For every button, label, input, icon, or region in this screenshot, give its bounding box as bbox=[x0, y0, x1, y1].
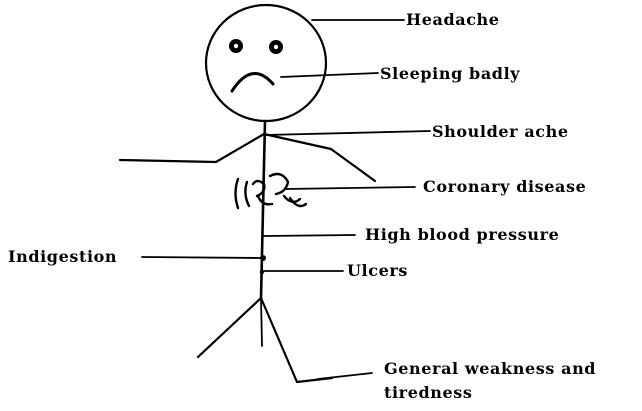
label-high-blood-pressure: High blood pressure bbox=[365, 225, 559, 244]
label-general-weakness-line1: General weakness and bbox=[384, 359, 596, 378]
left-eye-highlight bbox=[234, 44, 238, 48]
left-arm bbox=[120, 134, 264, 162]
frown-mouth bbox=[232, 74, 273, 91]
figure-head bbox=[206, 5, 326, 121]
indigestion-leader bbox=[142, 257, 263, 258]
shoulder-leader bbox=[266, 131, 430, 135]
heart-pain-marks bbox=[236, 174, 307, 208]
right-leg bbox=[261, 298, 332, 382]
label-general-weakness-line2: tiredness bbox=[384, 383, 473, 402]
label-ulcers: Ulcers bbox=[347, 261, 408, 280]
sleeping-leader bbox=[281, 73, 378, 77]
right-eye-highlight bbox=[274, 45, 278, 49]
label-headache: Headache bbox=[406, 10, 500, 29]
label-sleeping-badly: Sleeping badly bbox=[380, 64, 520, 83]
blood-pressure-leader bbox=[264, 235, 355, 236]
left-leg bbox=[198, 298, 261, 357]
inner-leg bbox=[261, 298, 262, 346]
weakness-leader bbox=[318, 373, 372, 379]
label-indigestion: Indigestion bbox=[8, 247, 117, 266]
label-shoulder-ache: Shoulder ache bbox=[432, 122, 569, 141]
label-coronary-disease: Coronary disease bbox=[423, 177, 586, 196]
stick-figure bbox=[120, 5, 375, 382]
coronary-leader bbox=[286, 187, 415, 189]
